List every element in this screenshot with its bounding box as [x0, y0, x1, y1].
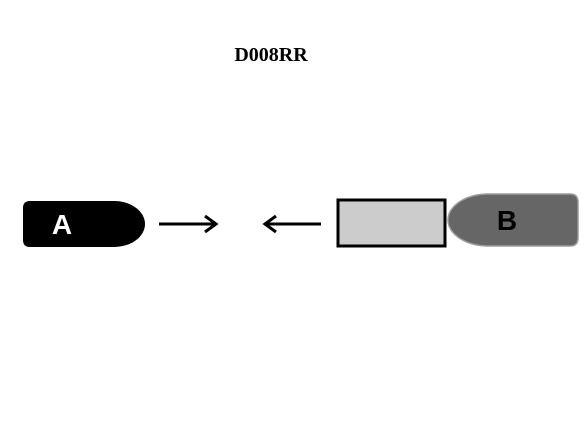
diagram-title: D008RR: [234, 44, 308, 66]
piece-a: A: [23, 201, 145, 247]
piece-b-label: B: [497, 205, 517, 236]
piece-b: B: [447, 193, 579, 247]
arrow-right-head: [204, 214, 219, 234]
arrow-left: [262, 214, 321, 234]
piece-a-label: A: [52, 209, 72, 240]
arrow-right: [159, 214, 219, 234]
grey-box: [336, 198, 447, 248]
piece-b-shape: [447, 193, 579, 247]
piece-a-shape: [23, 201, 145, 247]
arrow-left-head: [262, 214, 277, 234]
